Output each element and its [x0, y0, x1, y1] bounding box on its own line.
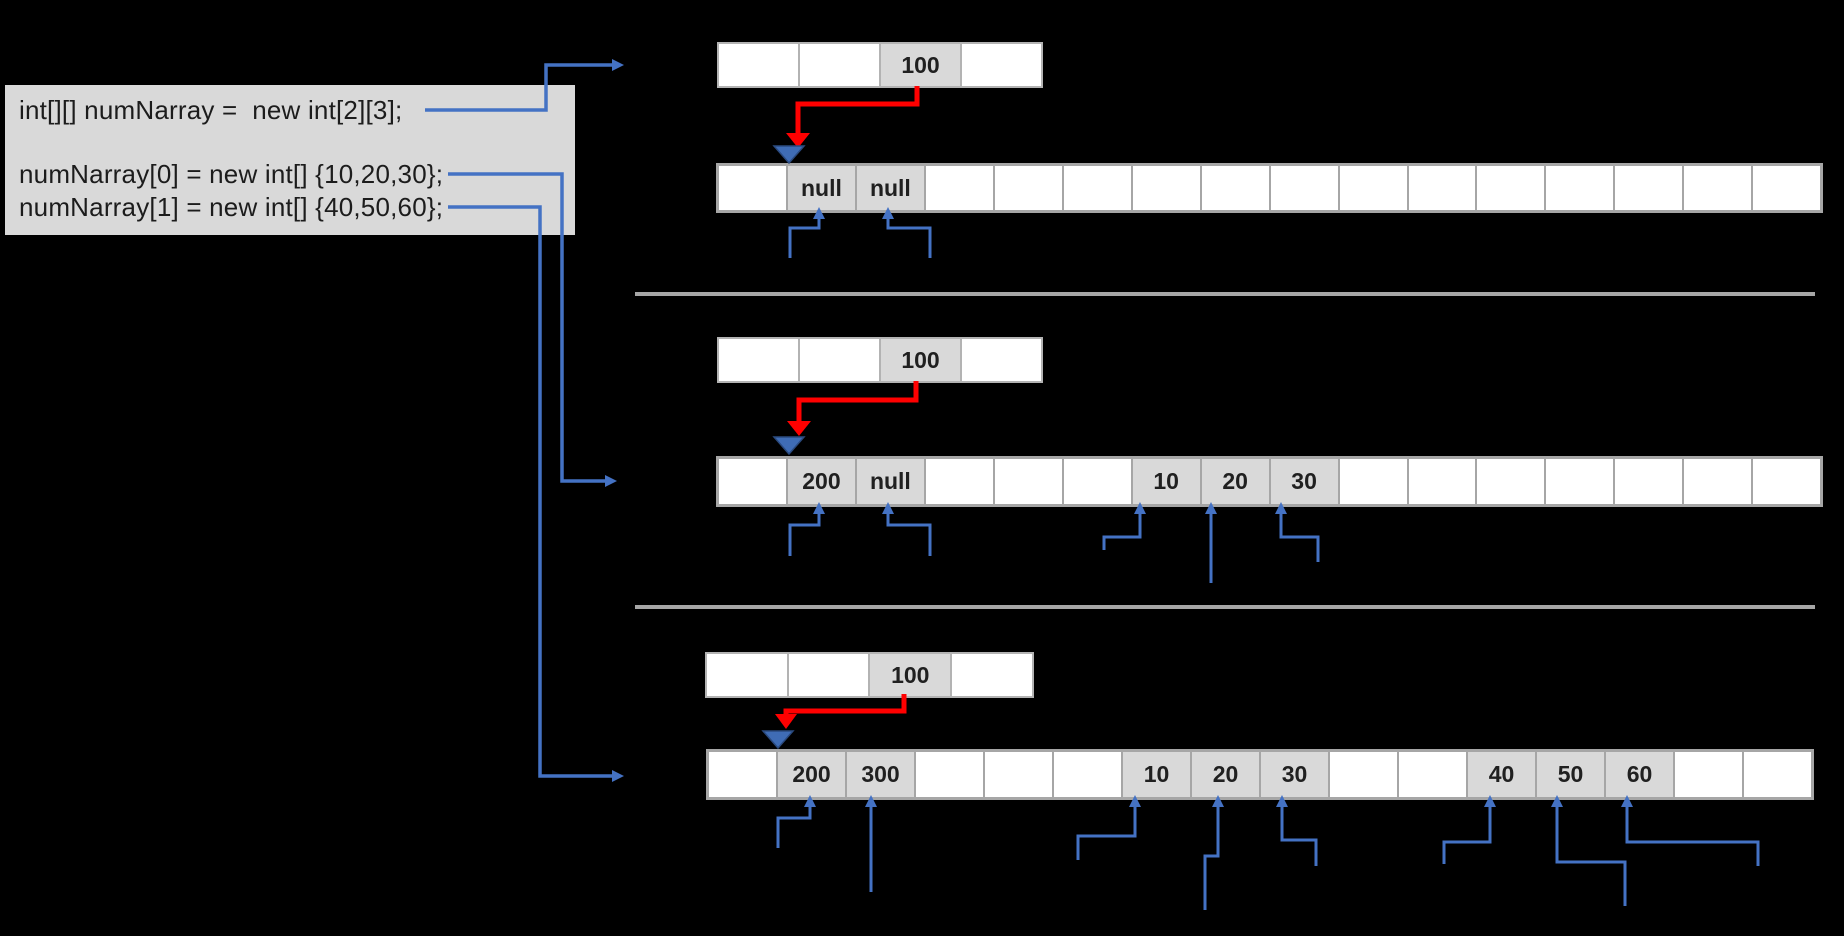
pointer-arrow: [788, 207, 825, 258]
memory-cell-empty: [798, 44, 879, 86]
memory-cell-empty: [1613, 166, 1683, 210]
pointer-arrow: [882, 207, 932, 258]
pointer-arrow: [1203, 795, 1224, 910]
memory-cell-empty: [1751, 166, 1821, 210]
pointer-arrow: [1621, 795, 1760, 866]
memory-cell-empty: [719, 166, 786, 210]
memory-cell-empty: [1337, 166, 1407, 210]
memory-cell-empty: [709, 752, 776, 797]
pointer-arrow: [1442, 795, 1496, 864]
memory-cell-empty: [1475, 166, 1545, 210]
memory-cell-100: 100: [868, 654, 951, 696]
memory-cell-empty: [923, 459, 993, 504]
memory-cell-empty: [1337, 459, 1407, 504]
memory-cell-30: 30: [1268, 459, 1338, 504]
memory-cell-empty: [992, 459, 1062, 504]
memory-cell-empty: [1751, 459, 1821, 504]
code-panel: int[][] numNarray = new int[2][3]; numNa…: [5, 85, 575, 235]
memory-cell-empty: [992, 166, 1062, 210]
memory-cell-empty: [1682, 166, 1752, 210]
pointer-arrow: [1275, 502, 1320, 562]
red-arrowhead-icon: [775, 714, 797, 729]
memory-cell-empty: [719, 339, 798, 381]
memory-cell-40: 40: [1466, 752, 1535, 797]
memory-cell-empty: [1682, 459, 1752, 504]
memory-cell-10: 10: [1130, 459, 1200, 504]
memory-cell-empty: [960, 339, 1041, 381]
stack-ref-row-after-row0-assignment: 100: [717, 337, 1043, 383]
pointer-arrow: [1076, 795, 1141, 860]
pointer-arrow: [1102, 502, 1146, 550]
pointer-arrow: [776, 795, 816, 848]
memory-cell-null: null: [854, 166, 924, 210]
memory-cell-10: 10: [1121, 752, 1190, 797]
memory-cell-null: null: [854, 459, 924, 504]
memory-cell-30: 30: [1259, 752, 1328, 797]
pointer-arrow: [1276, 795, 1318, 866]
memory-cell-300: 300: [845, 752, 914, 797]
code-line-row0-assignment: numNarray[0] = new int[] {10,20,30};: [19, 159, 444, 189]
red-reference-arrow: [796, 381, 919, 424]
memory-cell-empty: [719, 44, 798, 86]
code-line-row1-assignment: numNarray[1] = new int[] {40,50,60};: [19, 192, 444, 222]
memory-cell-empty: [1397, 752, 1466, 797]
pointer-arrow: [788, 502, 825, 556]
memory-cell-empty: [960, 44, 1041, 86]
memory-cell-empty: [1673, 752, 1742, 797]
memory-cell-60: 60: [1604, 752, 1673, 797]
memory-cell-empty: [786, 654, 869, 696]
memory-cell-empty: [1544, 166, 1614, 210]
memory-cell-empty: [950, 654, 1032, 696]
memory-cell-empty: [1199, 166, 1269, 210]
memory-cell-empty: [1061, 459, 1131, 504]
memory-cell-null: null: [785, 166, 855, 210]
memory-cell-empty: [1406, 166, 1476, 210]
memory-cell-empty: [1475, 459, 1545, 504]
memory-cell-empty: [1328, 752, 1397, 797]
memory-cell-100: 100: [879, 339, 960, 381]
memory-cell-empty: [1130, 166, 1200, 210]
down-triangle-icon: [772, 145, 806, 165]
memory-cell-empty: [914, 752, 983, 797]
pointer-arrow: [882, 502, 932, 556]
code-connector-arrow: [448, 205, 624, 782]
memory-cell-20: 20: [1190, 752, 1259, 797]
memory-cell-empty: [798, 339, 879, 381]
memory-cell-empty: [1268, 166, 1338, 210]
red-arrowhead-icon: [787, 421, 811, 436]
memory-cell-empty: [707, 654, 787, 696]
memory-cell-empty: [1061, 166, 1131, 210]
memory-cell-empty: [983, 752, 1052, 797]
memory-cell-200: 200: [776, 752, 845, 797]
memory-cell-200: 200: [785, 459, 855, 504]
down-triangle-icon: [761, 730, 795, 750]
red-reference-arrow: [795, 86, 920, 136]
stack-ref-row-after-declaration: 100: [717, 42, 1043, 88]
memory-cell-empty: [1742, 752, 1811, 797]
code-line-declaration: int[][] numNarray = new int[2][3];: [19, 95, 403, 125]
memory-cell-empty: [719, 459, 786, 504]
pointer-arrow: [1551, 795, 1627, 906]
memory-cell-50: 50: [1535, 752, 1604, 797]
down-triangle-icon: [772, 436, 806, 456]
memory-cell-empty: [1052, 752, 1121, 797]
memory-cell-empty: [1544, 459, 1614, 504]
memory-cell-100: 100: [879, 44, 960, 86]
stack-ref-row-after-row1-assignment: 100: [705, 652, 1034, 698]
memory-cell-empty: [1613, 459, 1683, 504]
red-arrowhead-icon: [786, 133, 810, 148]
memory-cell-20: 20: [1199, 459, 1269, 504]
memory-cell-empty: [923, 166, 993, 210]
memory-cell-empty: [1406, 459, 1476, 504]
